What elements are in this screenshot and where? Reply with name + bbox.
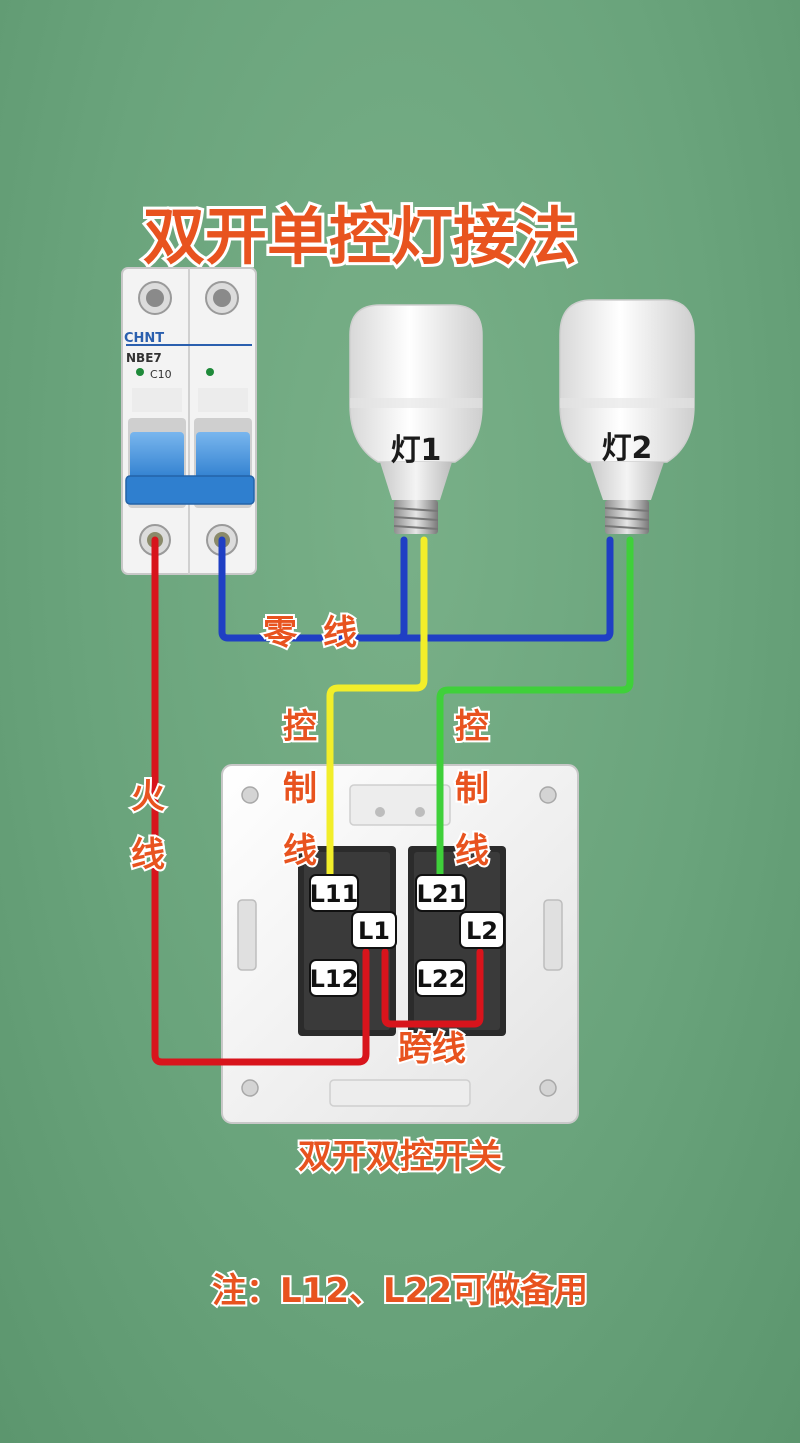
- bridge-label: 跨线: [398, 1029, 466, 1069]
- svg-text:L2: L2: [466, 917, 498, 945]
- bridge-wire: [381, 948, 484, 1028]
- breaker-top-screw-right: [205, 281, 239, 315]
- terminal-L1: L1: [351, 911, 397, 949]
- neutral-label-1: 零: [263, 613, 298, 653]
- svg-text:L22: L22: [417, 965, 466, 993]
- live-label-1: 火: [131, 777, 165, 817]
- page-title: 双开单控灯接法: [143, 200, 577, 273]
- terminal-L21: L21: [415, 874, 467, 912]
- control-right-label-1: 控: [455, 707, 489, 747]
- switch-corner-hole: [539, 1079, 557, 1097]
- control-left-label-2: 制: [283, 769, 317, 809]
- breaker-indicator-left: [136, 368, 144, 376]
- terminal-L2: L2: [459, 911, 505, 949]
- switch-corner-hole: [241, 786, 259, 804]
- breaker-handle[interactable]: [125, 432, 255, 505]
- svg-text:L11: L11: [310, 880, 359, 908]
- control-left-label-1: 控: [283, 707, 317, 747]
- svg-text:L21: L21: [417, 880, 466, 908]
- breaker-top-screw-left: [138, 281, 172, 315]
- control-left-label-3: 线: [283, 831, 317, 871]
- bulb-1-label: 灯1: [391, 433, 442, 468]
- bulb-1: 灯1: [349, 304, 483, 534]
- neutral-label-2: 线: [323, 613, 357, 653]
- control-right-label-3: 线: [455, 831, 489, 871]
- circuit-breaker: CHNT NBE7 C10: [121, 267, 257, 575]
- switch-corner-hole: [241, 1079, 259, 1097]
- breaker-rating: C10: [150, 368, 172, 381]
- double-switch: [221, 764, 579, 1124]
- neutral-wire: [218, 536, 614, 642]
- svg-text:L1: L1: [358, 917, 390, 945]
- breaker-indicator-right: [206, 368, 214, 376]
- switch-caption: 双开双控开关: [298, 1137, 502, 1177]
- note: 注：L12、L22可做备用: [212, 1271, 588, 1311]
- neutral-wire-bulb1: [394, 536, 408, 642]
- live-wire: [151, 536, 370, 1066]
- switch-corner-hole: [539, 786, 557, 804]
- breaker-model: NBE7: [126, 351, 162, 365]
- control-wire-right: [436, 536, 634, 884]
- control-right-label-2: 制: [455, 769, 489, 809]
- terminal-L11: L11: [309, 874, 359, 912]
- terminal-L12: L12: [309, 959, 359, 997]
- live-label-2: 线: [131, 835, 165, 875]
- breaker-brand: CHNT: [124, 331, 164, 346]
- terminal-L22: L22: [415, 959, 467, 997]
- bulb-2: 灯2: [559, 299, 695, 534]
- bulb-2-label: 灯2: [602, 431, 653, 466]
- control-wire-left: [326, 536, 428, 884]
- svg-text:L12: L12: [310, 965, 359, 993]
